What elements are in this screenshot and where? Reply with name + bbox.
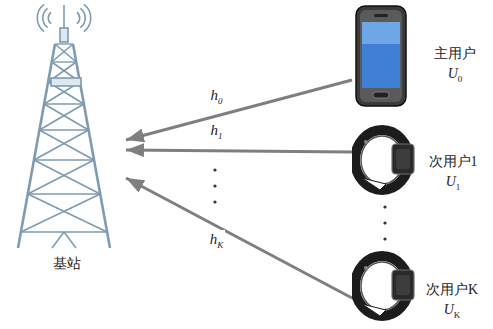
node-symbol: U0 — [422, 64, 488, 89]
secondary-user-device: 次用户KUK — [352, 248, 490, 327]
node-title: 主用户 — [422, 44, 488, 64]
secondary-user-device: 次用户1U1 — [352, 122, 490, 199]
channel-arrow — [126, 80, 352, 140]
channel-label: h1 — [208, 121, 224, 145]
node-title: 基站 — [8, 254, 126, 274]
channel-arrow — [126, 150, 352, 152]
node-title: 次用户1 — [418, 152, 488, 172]
channel-label: h0 — [208, 86, 224, 110]
base-station: 基站 — [8, 2, 126, 280]
label-column: 基站 — [8, 254, 126, 274]
node-symbol: U1 — [418, 172, 488, 197]
watch-icon — [352, 122, 418, 198]
label-column: 次用户KUK — [416, 280, 488, 325]
node-symbol: UK — [416, 300, 488, 325]
phone-icon — [352, 4, 418, 114]
tower-icon — [8, 2, 126, 252]
channel-label: hK — [208, 230, 226, 254]
channel-arrow — [126, 178, 352, 298]
primary-user-device: 主用户U0 — [352, 4, 490, 114]
label-column: 主用户U0 — [422, 44, 488, 89]
label-column: 次用户1U1 — [418, 152, 488, 197]
node-title: 次用户K — [416, 280, 488, 300]
watch-icon — [352, 248, 418, 326]
